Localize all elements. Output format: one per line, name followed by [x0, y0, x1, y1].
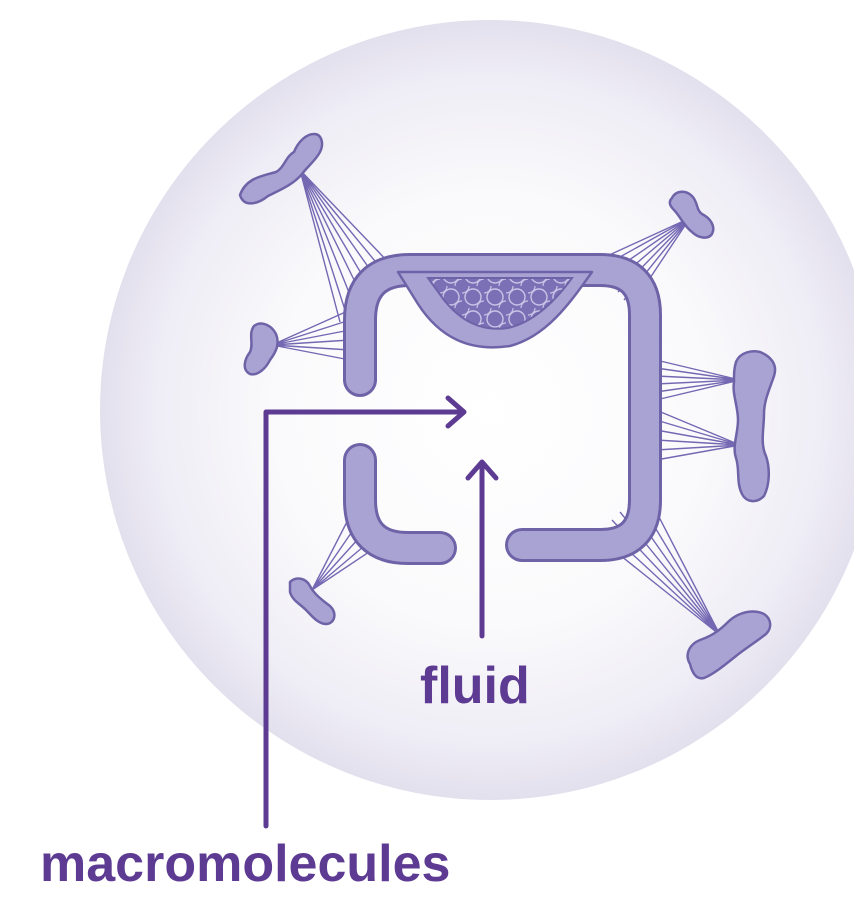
fluid-label: fluid — [420, 660, 530, 712]
macromolecules-label: macromolecules — [40, 838, 450, 890]
